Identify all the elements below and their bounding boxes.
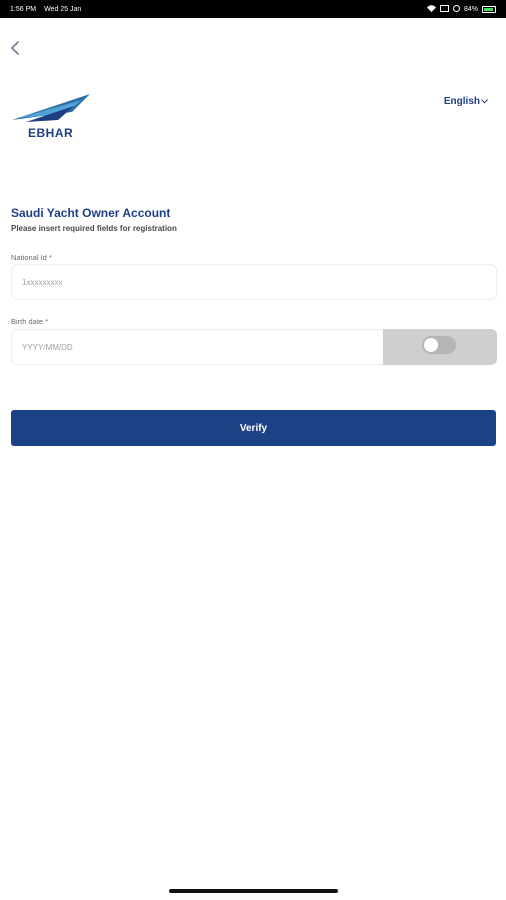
verify-button[interactable]: Verify [11,410,496,446]
status-date: Wed 25 Jan [44,5,82,13]
status-right: 84% [426,4,496,14]
status-bar: 1:56 PM Wed 25 Jan 84% [0,0,506,18]
national-id-label: National Id * [11,253,52,262]
birth-date-placeholder: YYYY/MM/DD [22,342,73,352]
chevron-down-icon [481,97,488,106]
yacht-logo-icon [12,94,90,122]
battery-icon [482,5,496,13]
data-icon [452,4,460,14]
status-left: 1:56 PM Wed 25 Jan [10,6,81,13]
toggle-thumb [424,338,438,352]
battery-percent: 84% [463,5,478,13]
status-time: 1:56 PM [10,5,37,13]
brand-name: EBHAR [28,126,74,140]
calendar-toggle[interactable] [422,336,456,354]
chevron-left-icon [11,41,19,55]
language-label: English [443,96,480,107]
birth-date-label: Birth date * [11,317,49,326]
calendar-toggle-container[interactable] [383,329,497,365]
language-select[interactable]: English [444,96,488,107]
logo [10,92,94,144]
page-title: Saudi Yacht Owner Account [11,206,171,220]
home-indicator[interactable] [169,889,338,893]
wifi-icon [426,4,436,14]
national-id-placeholder: 1xxxxxxxxx [22,277,63,287]
page-subtitle: Please insert required fields for regist… [11,224,177,233]
notification-icon [439,4,449,14]
national-id-input[interactable]: 1xxxxxxxxx [11,264,497,300]
birth-date-input[interactable]: YYYY/MM/DD [11,329,384,365]
back-button[interactable] [8,38,22,58]
